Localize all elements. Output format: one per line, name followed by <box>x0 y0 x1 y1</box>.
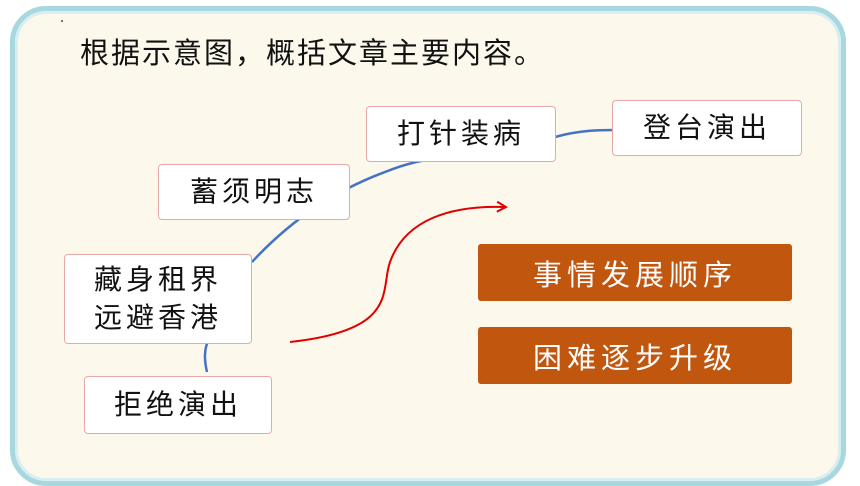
escalation-arrow <box>289 207 505 343</box>
step-label: 拒绝演出 <box>113 388 242 422</box>
step-label: 登台演出 <box>642 111 771 145</box>
step-return-stage: 登台演出 <box>612 100 802 156</box>
step-hide-concession: 藏身租界 远避香港 <box>64 254 252 344</box>
tag-difficulty-escalation: 困难逐步升级 <box>478 327 792 384</box>
step-label: 打针装病 <box>396 117 525 151</box>
step-label-line1: 藏身租界 <box>93 263 222 297</box>
step-label: 蓄须明志 <box>189 175 318 209</box>
step-refuse-performance: 拒绝演出 <box>84 376 272 434</box>
stray-dot <box>61 20 63 22</box>
tag-event-order: 事情发展顺序 <box>478 244 792 301</box>
step-label-line2: 远避香港 <box>93 301 222 334</box>
step-grow-beard: 蓄须明志 <box>158 164 350 220</box>
step-feign-illness: 打针装病 <box>366 106 556 162</box>
page-title: 根据示意图，概括文章主要内容。 <box>80 36 546 70</box>
